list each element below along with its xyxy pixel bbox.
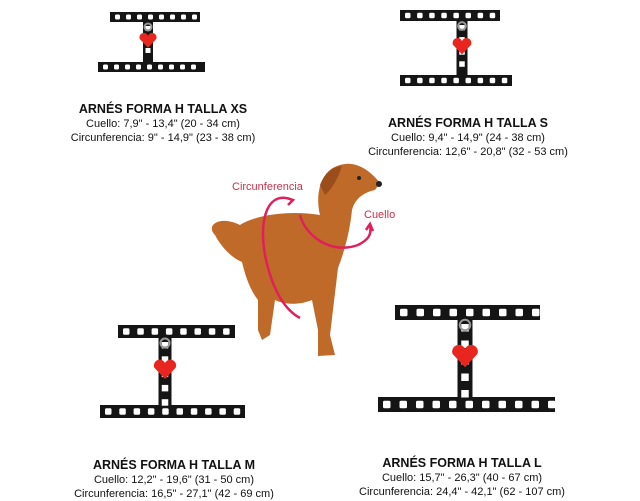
harness-xs <box>98 12 205 72</box>
heart-tag-icon <box>153 359 177 380</box>
product-label-l: ARNÉS FORMA H TALLA L Cuello: 15,7" - 26… <box>359 456 565 499</box>
measure-lines <box>261 196 375 320</box>
heart-tag-icon <box>452 344 478 368</box>
product-title: ARNÉS FORMA H TALLA M <box>92 458 256 472</box>
girth-size: Circunferencia: 16,5" - 27,1" (42 - 69 c… <box>74 488 274 500</box>
product-title: ARNÉS FORMA H TALLA XS <box>78 102 248 116</box>
product-label-m: ARNÉS FORMA H TALLA M Cuello: 12,2" - 19… <box>74 458 274 501</box>
neck-annotation: Cuello <box>364 209 396 221</box>
strap <box>110 12 200 22</box>
heart-tag-icon <box>139 32 157 48</box>
girth-annotation: Circunferencia <box>232 181 303 193</box>
neck-size: Cuello: 15,7" - 26,3" (40 - 67 cm) <box>381 472 543 484</box>
strap <box>400 10 500 21</box>
heart-tag-icon <box>452 37 472 55</box>
girth-size: Circunferencia: 9" - 14,9" (23 - 38 cm) <box>70 132 256 144</box>
neck-size: Cuello: 7,9" - 13,4" (20 - 34 cm) <box>86 118 240 130</box>
product-label-s: ARNÉS FORMA H TALLA S Cuello: 9,4" - 14,… <box>368 116 568 159</box>
neck-size: Cuello: 12,2" - 19,6" (31 - 50 cm) <box>93 474 255 486</box>
product-title: ARNÉS FORMA H TALLA S <box>388 116 548 130</box>
harness-l <box>378 305 556 412</box>
dog-image <box>211 163 382 356</box>
product-title: ARNÉS FORMA H TALLA L <box>382 456 542 470</box>
neck-size: Cuello: 9,4" - 14,9" (24 - 38 cm) <box>391 132 545 144</box>
product-label-xs: ARNÉS FORMA H TALLA XS Cuello: 7,9" - 13… <box>71 102 256 145</box>
girth-size: Circunferencia: 24,4" - 42,1" (62 - 107 … <box>359 486 565 498</box>
harness-m <box>100 325 245 418</box>
strap <box>118 325 235 338</box>
harness-s <box>400 10 512 86</box>
girth-size: Circunferencia: 12,6" - 20,8" (32 - 53 c… <box>368 146 568 158</box>
